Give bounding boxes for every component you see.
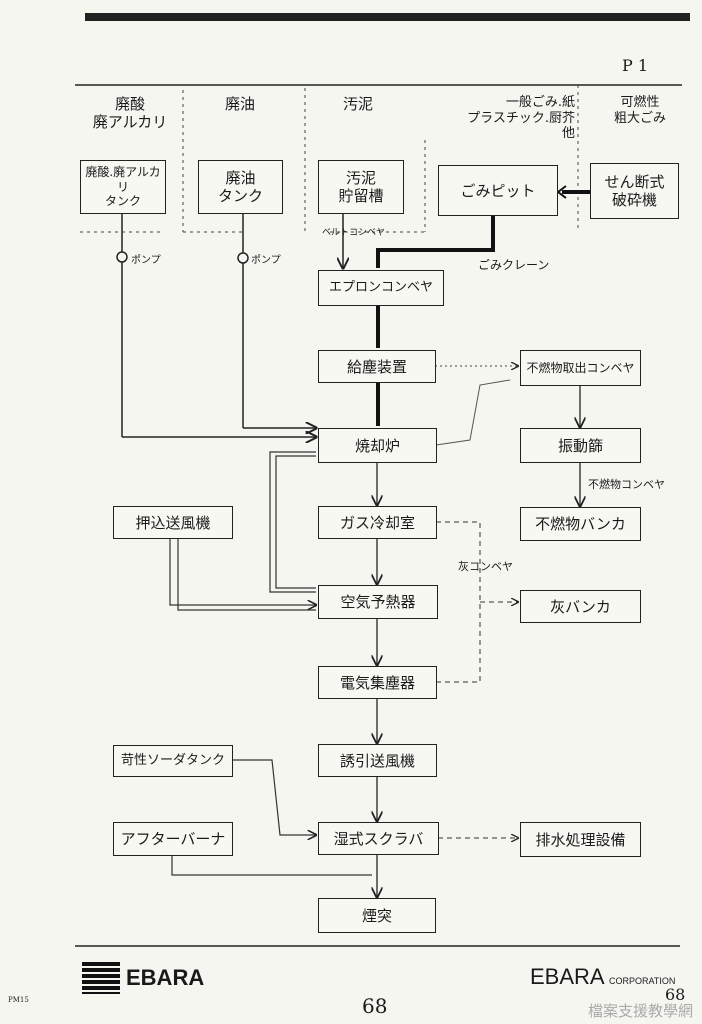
induced-fan-box: 誘引送風機 — [318, 744, 437, 777]
electrostatic-precipitator-box: 電気集塵器 — [318, 666, 437, 699]
incinerator-box: 焼却炉 — [318, 428, 437, 463]
noncombustible-bunker-box: 不燃物バンカ — [520, 507, 641, 541]
air-preheater-box: 空気予熱器 — [318, 585, 438, 619]
header-sludge: 汚泥 — [342, 95, 373, 113]
crane-label: ごみクレーン — [478, 258, 550, 272]
page-mark: 68 — [362, 994, 388, 1018]
document-code: PM15 — [8, 996, 29, 1004]
apron-conveyor-box: エプロンコンベヤ — [318, 270, 444, 306]
noncombustible-conveyor-box: 不燃物取出コンベヤ — [520, 350, 641, 386]
header-acid-alkali: 廃酸 廃アルカリ — [92, 95, 168, 131]
page-mark-corner: 68 — [665, 985, 686, 1004]
shredder-box: せん断式 破砕機 — [590, 163, 679, 219]
afterburner-box: アフターバーナ — [113, 822, 233, 856]
ebara-logo-left: EBARA — [82, 962, 204, 994]
belt-conveyor-label: ベルトコンベヤ — [322, 228, 386, 238]
vibrating-screen-box: 振動篩 — [520, 428, 641, 463]
page-number: P 1 — [622, 56, 649, 75]
header-bulky-refuse: 可燃性 粗大ごみ — [613, 95, 666, 126]
forced-fan-box: 押込送風機 — [113, 506, 233, 539]
oil-tank-box: 廃油 タンク — [198, 160, 283, 214]
header-waste-oil: 廃油 — [224, 95, 255, 113]
watermark: 檔案支援教學網 — [588, 1002, 694, 1020]
pump-label-1: ポンプ — [131, 255, 161, 266]
refuse-pit-box: ごみピット — [438, 165, 558, 216]
sludge-tank-box: 汚泥 貯留槽 — [318, 160, 404, 214]
gas-cooler-box: ガス冷却室 — [318, 506, 437, 539]
ebara-wave-icon — [82, 962, 120, 994]
pump-label-2: ポンプ — [251, 255, 281, 266]
ash-conveyor-label: 灰コンベヤ — [458, 560, 513, 573]
wastewater-box: 排水処理設備 — [520, 822, 641, 857]
ebara-corporation-logo: EBARA CORPORATION — [530, 964, 676, 989]
ash-bunker-box: 灰バンカ — [520, 590, 641, 623]
chimney-box: 煙突 — [318, 898, 436, 933]
header-general-refuse: 一般ごみ.紙 プラスチック.厨芥 他 — [467, 95, 575, 142]
wet-scrubber-box: 湿式スクラバ — [318, 822, 439, 855]
noncombustible-conveyor-label: 不燃物コンベヤ — [588, 478, 665, 491]
acid-tank-box: 廃酸.廃アルカリ タンク — [80, 160, 166, 214]
caustic-tank-box: 苛性ソーダタンク — [113, 745, 233, 777]
feeder-box: 給塵装置 — [318, 350, 436, 383]
